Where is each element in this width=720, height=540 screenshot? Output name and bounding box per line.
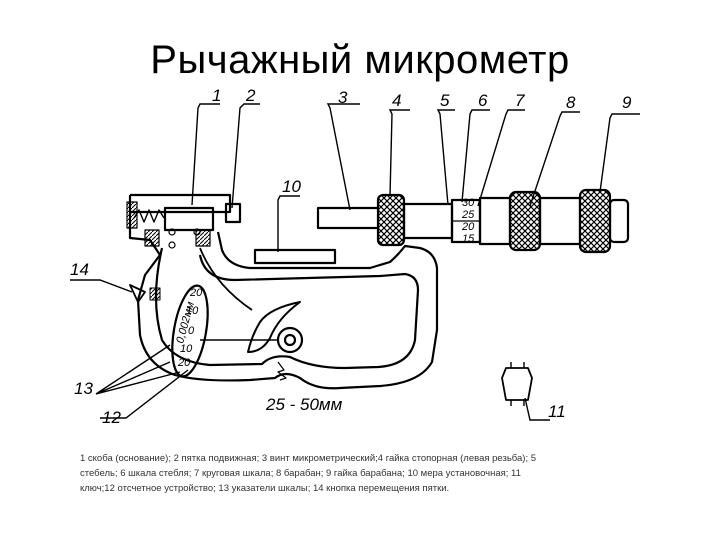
wheel-spring (277, 361, 287, 381)
leader-12 (100, 369, 189, 419)
push-button (129, 284, 146, 303)
range-label: 25 - 50мм (265, 395, 343, 414)
barrel (538, 196, 582, 246)
leader-14 (70, 279, 133, 293)
label-2: 2 (245, 86, 256, 105)
leader-13 (95, 344, 181, 395)
leader-7 (477, 109, 525, 207)
push-button-hatch (149, 287, 161, 301)
pivot-circle (168, 228, 176, 236)
caption-line: ключ;12 отсчетное устройство; 13 указате… (80, 483, 450, 494)
label-12: 12 (102, 408, 121, 427)
label-10: 10 (282, 177, 301, 196)
label-5: 5 (440, 91, 450, 110)
thimble-body (478, 196, 512, 246)
caption: 1 скоба (основание); 2 пятка подвижная; … (80, 451, 640, 496)
label-7: 7 (515, 91, 525, 110)
caption-line: стебель; 6 шкала стебля; 7 круговая шкал… (80, 468, 521, 479)
label-3: 3 (338, 88, 348, 107)
label-13: 13 (74, 379, 93, 398)
screw-spindle (316, 206, 378, 230)
leader-10 (277, 195, 300, 252)
dial-scale-10-top: 10 (186, 305, 199, 317)
label-4: 4 (392, 91, 401, 110)
dial-scale-20-bottom: 20 (177, 357, 191, 369)
frame-top (130, 193, 232, 214)
caption-line: 1 скоба (основание); 2 пятка подвижная; … (80, 453, 537, 464)
label-14: 14 (70, 260, 89, 279)
hatched-block-left (126, 201, 138, 229)
pointer-wheel (276, 326, 304, 354)
leader-2 (231, 103, 260, 209)
hatched-block-right (195, 229, 211, 247)
heel-box (163, 206, 215, 232)
thimble-nut (578, 188, 612, 254)
dial-unit-label: 0,002мм (174, 300, 197, 345)
slide-title: Рычажный микрометр (150, 38, 570, 82)
label-11: 11 (548, 402, 566, 421)
sleeve-scale-30: 30 (462, 197, 475, 209)
label-6: 6 (478, 91, 488, 110)
sleeve-scale-20: 20 (461, 221, 475, 233)
sleeve-scale-25: 25 (461, 209, 475, 221)
pointer-wheel-center (283, 333, 297, 347)
leader-9 (599, 113, 640, 193)
label-1: 1 (212, 86, 221, 105)
thimble (508, 190, 542, 252)
leader-5 (436, 109, 455, 206)
leader-4 (388, 109, 410, 197)
end-cap (608, 198, 630, 244)
dial-scale-0: 0 (188, 325, 195, 337)
leader-8 (529, 111, 580, 207)
sleeve-scale-15: 15 (462, 233, 475, 245)
frame-outline (128, 195, 439, 390)
pointer-bracket (247, 301, 301, 353)
setting-standard (253, 248, 337, 265)
leader-11 (524, 397, 550, 421)
dial-scale-20-top: 20 (189, 287, 203, 299)
spring (133, 209, 165, 223)
stem (402, 202, 454, 240)
leader-6 (461, 109, 490, 203)
lever-arm (199, 247, 253, 311)
lock-nut (376, 193, 406, 247)
leader-1 (191, 103, 220, 206)
pivot-circle (168, 241, 176, 249)
pivot-circle (193, 228, 201, 236)
dial-scale-10-bottom: 10 (180, 343, 193, 355)
leader-3 (326, 103, 360, 211)
frame-inner (154, 247, 420, 370)
label-9: 9 (622, 93, 632, 112)
hatched-block-mid (144, 229, 160, 247)
key (501, 367, 533, 401)
label-8: 8 (566, 93, 576, 112)
dial (171, 284, 209, 378)
